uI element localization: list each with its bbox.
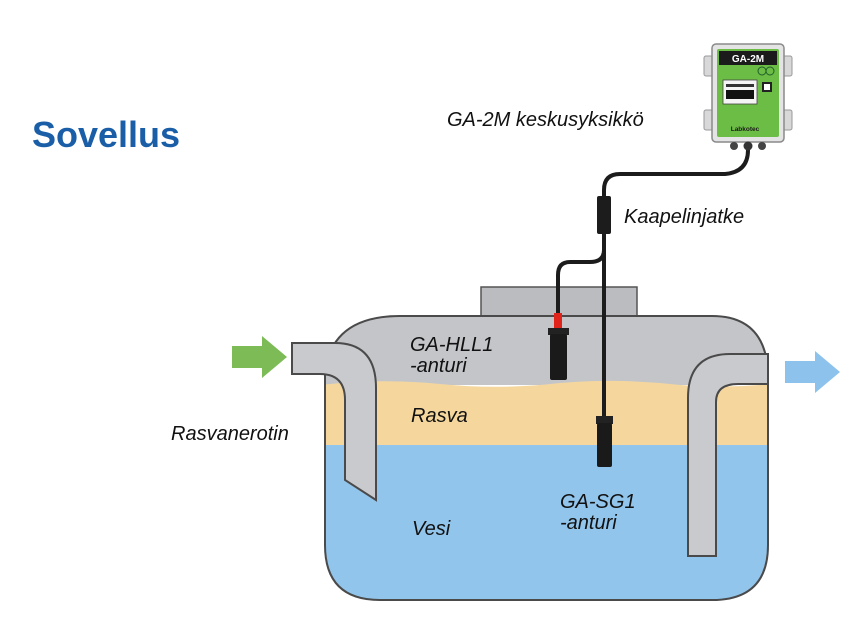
hll-sensor-label-line1: GA-HLL1 — [410, 334, 493, 356]
device-brand-label: Labkotec — [731, 126, 760, 133]
control-unit-label: GA-2M keskusyksikkö — [447, 109, 644, 131]
outlet-arrow-icon — [785, 351, 840, 393]
sg-probe-cap — [596, 416, 613, 424]
sg-sensor-label-line1: GA-SG1 — [560, 491, 636, 513]
separator-label: Rasvanerotin — [171, 423, 289, 445]
cable-joint-label: Kaapelinjatke — [624, 206, 744, 228]
ga-2m-control-unit: GA-2M Labkotec — [703, 43, 793, 151]
sg-sensor-label-line2: -anturi — [560, 512, 617, 534]
hll-probe-cap — [548, 328, 569, 335]
inlet-arrow-icon — [232, 336, 287, 378]
hll-probe-collar — [554, 313, 562, 329]
hll-probe — [550, 334, 567, 380]
hll-sensor-label-line2: -anturi — [410, 355, 467, 377]
tank-outline — [324, 315, 769, 601]
water-layer-label: Vesi — [412, 518, 451, 540]
device-model-label: GA-2M — [732, 54, 764, 65]
page-title: Sovellus — [32, 114, 180, 155]
cable-joint — [597, 196, 611, 234]
fat-layer — [325, 380, 768, 445]
main-cable — [602, 149, 750, 200]
inlet-pipe — [291, 342, 377, 502]
sg-probe — [597, 423, 612, 467]
fat-layer-label: Rasva — [411, 405, 468, 427]
outlet-pipe — [687, 353, 769, 557]
